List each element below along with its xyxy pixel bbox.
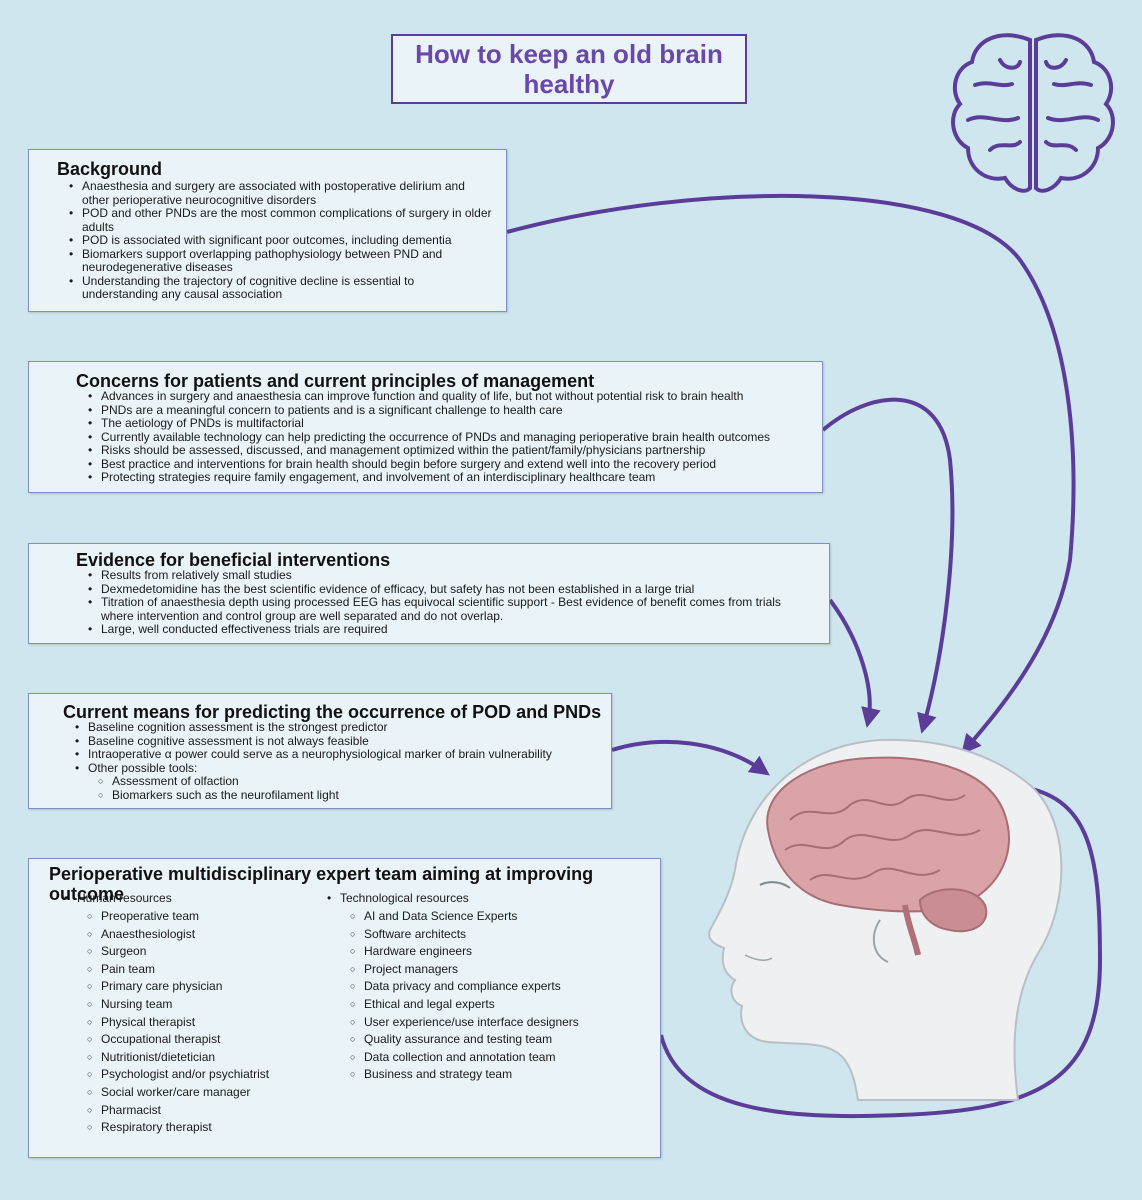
concerns-list: Advances in surgery and anaesthesia can … bbox=[88, 389, 811, 485]
head-with-brain-illustration bbox=[708, 738, 1063, 1101]
evidence-heading: Evidence for beneficial interventions bbox=[76, 550, 391, 570]
background-heading: Background bbox=[57, 159, 163, 179]
predicting-panel: Current means for predicting the occurre… bbox=[28, 693, 612, 809]
list-item: Data privacy and compliance experts bbox=[350, 978, 640, 996]
evidence-panel: Evidence for beneficial interventions Re… bbox=[28, 543, 830, 644]
list-item: Primary care physician bbox=[87, 978, 327, 996]
technological-resources-label: Technological resources bbox=[327, 892, 640, 906]
human-resources-list: Preoperative team Anaesthesiologist Surg… bbox=[77, 908, 327, 1137]
concerns-panel: Concerns for patients and current princi… bbox=[28, 361, 823, 493]
list-item: Occupational therapist bbox=[87, 1031, 327, 1049]
arrow-evidence bbox=[828, 598, 881, 728]
list-item: Anaesthesiologist bbox=[87, 926, 327, 944]
list-item: Protecting strategies require family eng… bbox=[88, 470, 811, 485]
background-list: Anaesthesia and surgery are associated w… bbox=[69, 179, 492, 302]
list-item: Risks should be assessed, discussed, and… bbox=[88, 443, 811, 458]
list-item: Software architects bbox=[350, 926, 640, 944]
list-item: Biomarkers such as the neurofilament lig… bbox=[98, 788, 598, 803]
list-item: Nutritionist/dietetician bbox=[87, 1049, 327, 1067]
list-item: Business and strategy team bbox=[350, 1066, 640, 1084]
list-item: Assessment of olfaction bbox=[98, 774, 598, 789]
background-panel: Background Anaesthesia and surgery are a… bbox=[28, 149, 507, 312]
list-item: Baseline cognition assessment is the str… bbox=[75, 720, 598, 735]
list-item: Advances in surgery and anaesthesia can … bbox=[88, 389, 811, 404]
list-item: Quality assurance and testing team bbox=[350, 1031, 640, 1049]
list-item: Titration of anaesthesia depth using pro… bbox=[88, 595, 801, 623]
list-item: Currently available technology can help … bbox=[88, 430, 811, 445]
list-item: Preoperative team bbox=[87, 908, 327, 926]
predicting-heading: Current means for predicting the occurre… bbox=[63, 702, 602, 722]
list-item: POD and other PNDs are the most common c… bbox=[69, 206, 492, 234]
team-panel: Perioperative multidisciplinary expert t… bbox=[28, 858, 661, 1158]
list-item: Other possible tools: bbox=[75, 761, 598, 776]
predicting-list: Baseline cognition assessment is the str… bbox=[75, 720, 598, 803]
list-item: Project managers bbox=[350, 961, 640, 979]
list-item: Physical therapist bbox=[87, 1014, 327, 1032]
arrow-team bbox=[659, 775, 1103, 1119]
list-item: POD is associated with significant poor … bbox=[69, 233, 492, 248]
list-item: Surgeon bbox=[87, 943, 327, 961]
evidence-list: Results from relatively small studies De… bbox=[88, 568, 801, 637]
list-item: The aetiology of PNDs is multifactorial bbox=[88, 416, 811, 431]
list-item: Pharmacist bbox=[87, 1102, 327, 1120]
technological-resources-list: AI and Data Science Experts Software arc… bbox=[340, 908, 640, 1084]
list-item: AI and Data Science Experts bbox=[350, 908, 640, 926]
list-item: Anaesthesia and surgery are associated w… bbox=[69, 179, 492, 207]
list-item: Pain team bbox=[87, 961, 327, 979]
list-item: Intraoperative α power could serve as a … bbox=[75, 747, 598, 762]
arrow-background bbox=[506, 193, 1076, 755]
list-item: PNDs are a meaningful concern to patient… bbox=[88, 403, 811, 418]
list-item: User experience/use interface designers bbox=[350, 1014, 640, 1032]
list-item: Data collection and annotation team bbox=[350, 1049, 640, 1067]
arrow-concerns bbox=[821, 397, 955, 734]
page-title: How to keep an old brain healthy bbox=[391, 34, 747, 104]
list-item: Psychologist and/or psychiatrist bbox=[87, 1066, 327, 1084]
brain-icon bbox=[951, 33, 1115, 193]
list-item: Social worker/care manager bbox=[87, 1084, 327, 1102]
list-item: Respiratory therapist bbox=[87, 1119, 327, 1137]
list-item: Understanding the trajectory of cognitiv… bbox=[69, 274, 492, 302]
predicting-sublist: Assessment of olfaction Biomarkers such … bbox=[88, 774, 598, 803]
list-item: Nursing team bbox=[87, 996, 327, 1014]
list-item: Results from relatively small studies bbox=[88, 568, 801, 583]
list-item: Ethical and legal experts bbox=[350, 996, 640, 1014]
human-resources-column: Human resources Preoperative team Anaest… bbox=[64, 892, 327, 1137]
technological-resources-column: Technological resources AI and Data Scie… bbox=[327, 892, 640, 1084]
concerns-heading: Concerns for patients and current princi… bbox=[76, 371, 595, 391]
human-resources-label: Human resources bbox=[64, 892, 327, 906]
list-item: Large, well conducted effectiveness tria… bbox=[88, 622, 801, 637]
list-item: Baseline cognitive assessment is not alw… bbox=[75, 734, 598, 749]
list-item: Dexmedetomidine has the best scientific … bbox=[88, 582, 801, 597]
arrow-predicting bbox=[611, 739, 770, 776]
list-item: Best practice and interventions for brai… bbox=[88, 457, 811, 472]
sublist-container: Assessment of olfaction Biomarkers such … bbox=[88, 774, 598, 803]
list-item: Hardware engineers bbox=[350, 943, 640, 961]
list-item: Biomarkers support overlapping pathophys… bbox=[69, 247, 492, 275]
